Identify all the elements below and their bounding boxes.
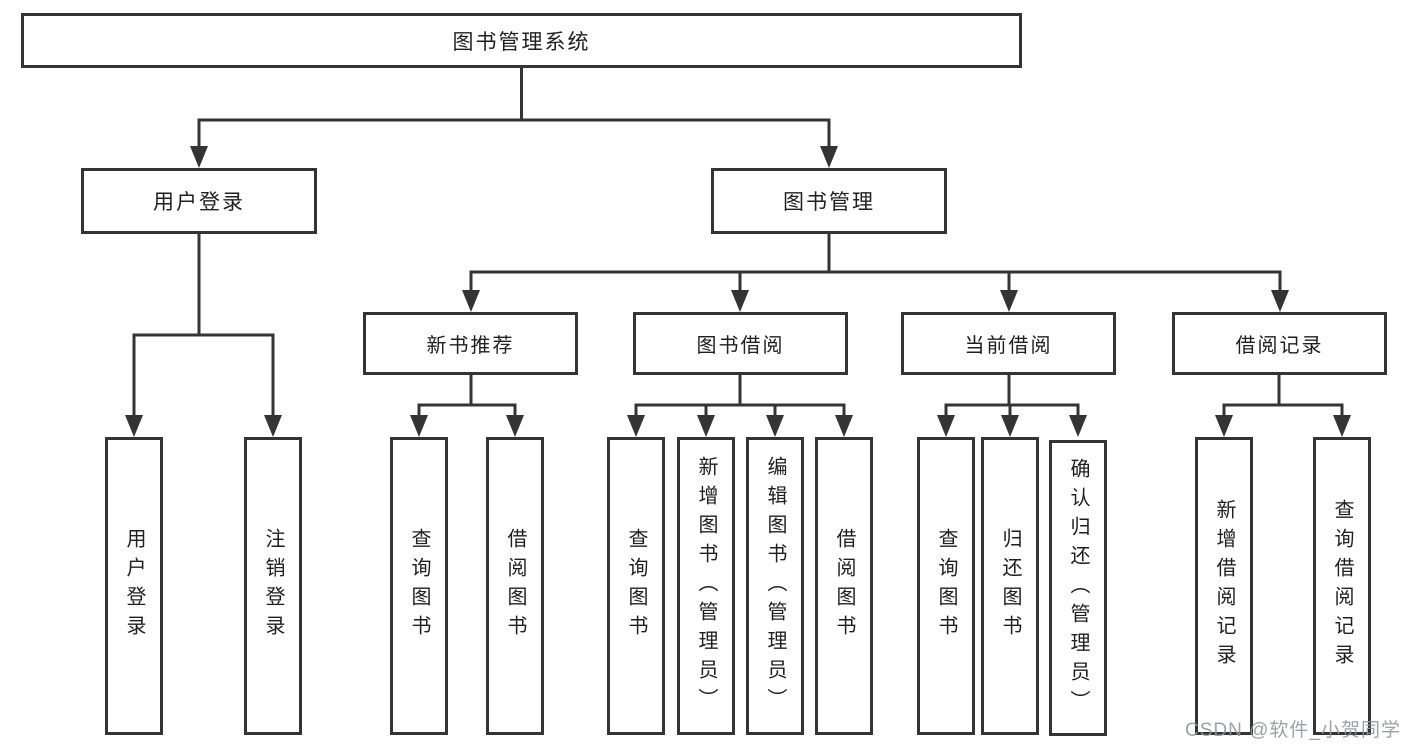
node-box-user-login: 用户登录 xyxy=(81,168,317,234)
leaf-box-query-borrow-record: 查询借阅记录 xyxy=(1313,437,1371,735)
leaf-box-add-book-admin: 新增图书（管理员） xyxy=(677,437,735,735)
leaf-box-query-books-current: 查询图书 xyxy=(917,437,975,735)
leaf-box-query-books-recommend: 查询图书 xyxy=(390,437,448,735)
node-box-borrowing-records: 借阅记录 xyxy=(1172,312,1387,375)
leaf-box-logout: 注销登录 xyxy=(244,437,302,735)
leaf-box-user-login: 用户登录 xyxy=(105,437,163,735)
leaf-box-query-books-borrowing: 查询图书 xyxy=(607,437,665,735)
node-label-user-login: 用户登录 xyxy=(153,191,245,214)
node-label-current-borrowing: 当前借阅 xyxy=(964,335,1053,357)
leaf-box-return-books: 归还图书 xyxy=(981,437,1039,735)
leaf-box-add-borrow-record: 新增借阅记录 xyxy=(1195,437,1253,735)
node-label-borrowing-records: 借阅记录 xyxy=(1235,335,1324,357)
leaf-label-return-books: 归还图书 xyxy=(999,528,1021,644)
node-label-book-borrowing: 图书借阅 xyxy=(696,335,785,357)
leaf-label-borrow-books-recommend: 借阅图书 xyxy=(504,528,526,644)
node-label-new-book-recommend: 新书推荐 xyxy=(426,335,515,357)
leaf-label-query-borrow-record: 查询借阅记录 xyxy=(1331,499,1353,673)
node-label-book-management: 图书管理 xyxy=(783,191,875,214)
node-label-root: 图书管理系统 xyxy=(452,30,591,54)
leaf-box-confirm-return-admin: 确认归还（管理员） xyxy=(1049,440,1107,736)
leaf-label-query-books-borrowing: 查询图书 xyxy=(625,528,647,644)
csdn-watermark: CSDN @软件_小贺同学 xyxy=(1185,720,1401,741)
leaf-label-query-books-current: 查询图书 xyxy=(935,528,957,644)
leaf-label-edit-book-admin: 编辑图书（管理员） xyxy=(764,455,786,717)
leaf-box-borrow-books-recommend: 借阅图书 xyxy=(486,437,544,735)
leaf-label-logout: 注销登录 xyxy=(262,528,284,644)
leaf-label-add-book-admin: 新增图书（管理员） xyxy=(695,455,717,717)
leaf-label-confirm-return-admin: 确认归还（管理员） xyxy=(1067,457,1089,719)
leaf-label-borrow-books: 借阅图书 xyxy=(833,528,855,644)
leaf-box-borrow-books: 借阅图书 xyxy=(815,437,873,735)
node-box-new-book-recommend: 新书推荐 xyxy=(363,312,578,375)
leaf-label-user-login: 用户登录 xyxy=(123,528,145,644)
node-box-root: 图书管理系统 xyxy=(21,13,1022,68)
node-box-book-management: 图书管理 xyxy=(711,168,947,234)
node-box-book-borrowing: 图书借阅 xyxy=(633,312,848,375)
leaf-label-add-borrow-record: 新增借阅记录 xyxy=(1213,499,1235,673)
leaf-label-query-books-recommend: 查询图书 xyxy=(408,528,430,644)
leaf-box-edit-book-admin: 编辑图书（管理员） xyxy=(746,437,804,735)
node-box-current-borrowing: 当前借阅 xyxy=(901,312,1116,375)
